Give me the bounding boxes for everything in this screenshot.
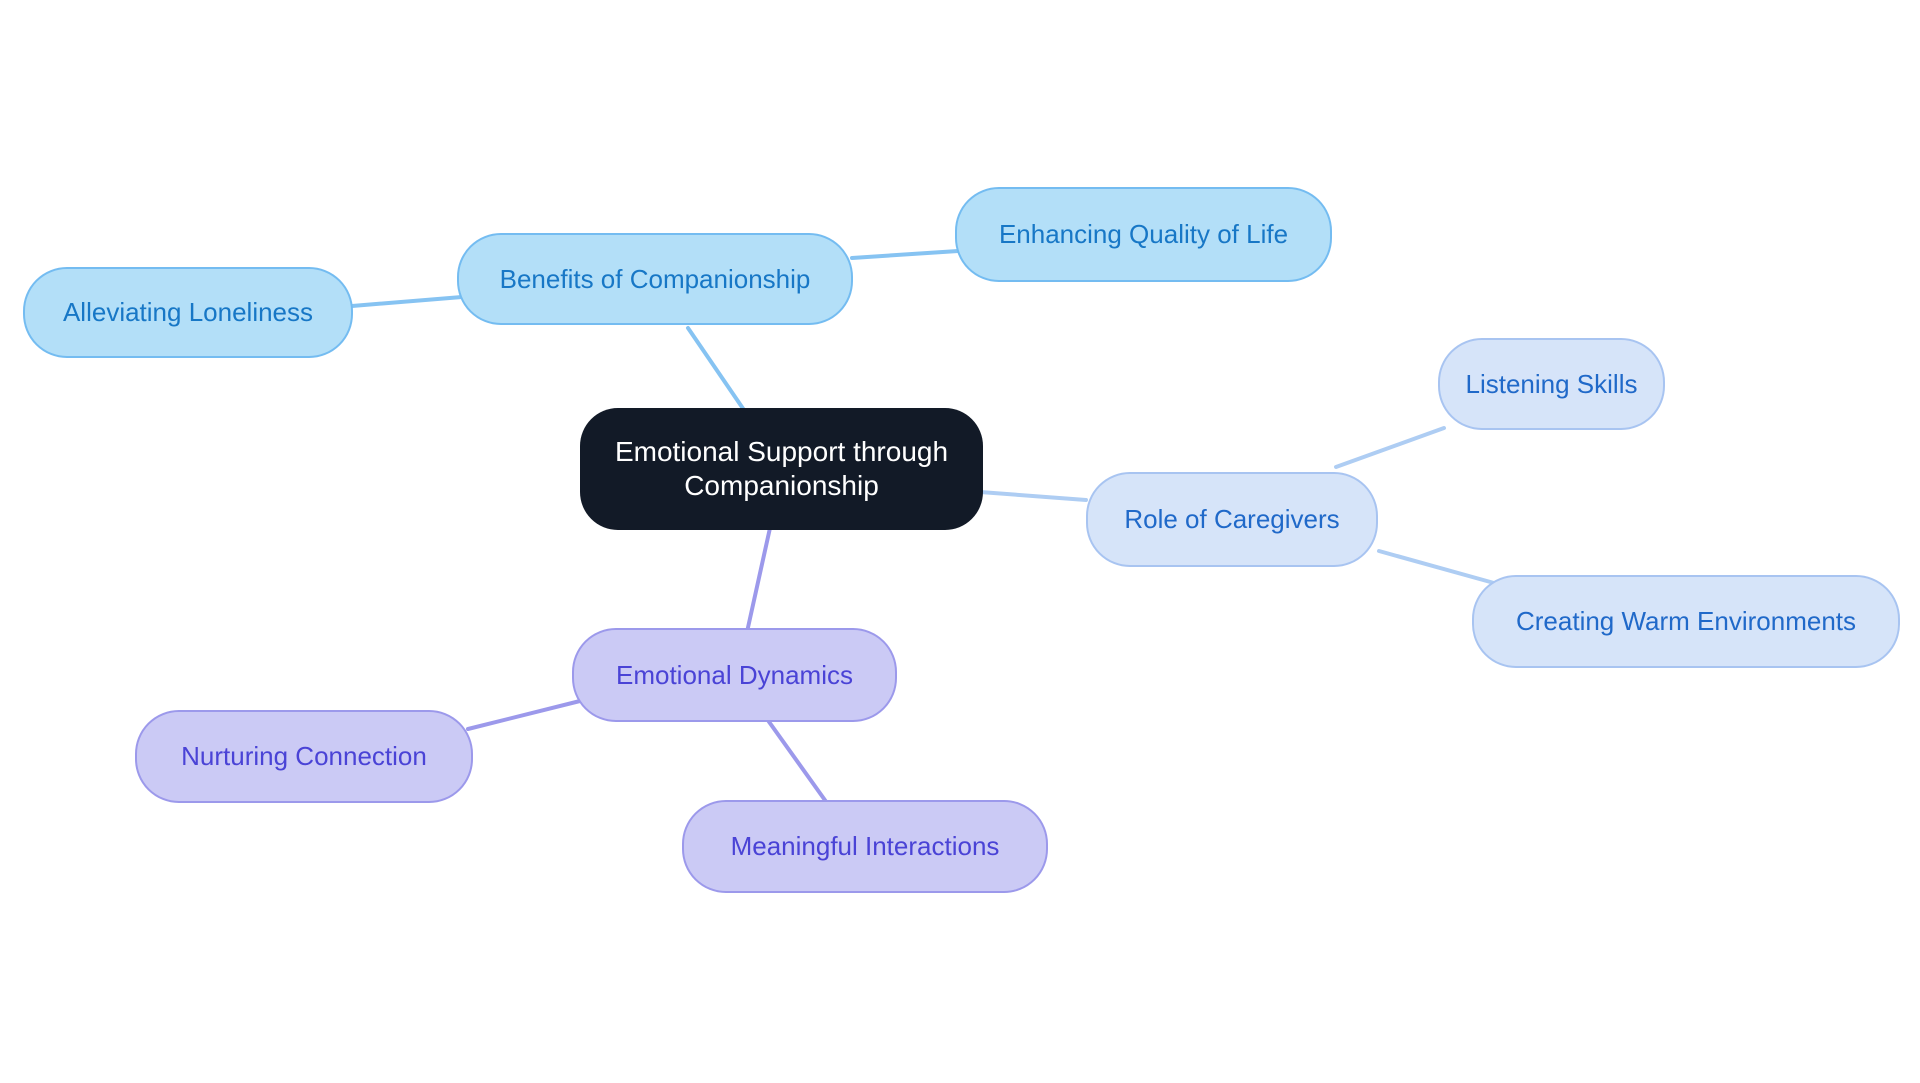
node-listening-skills[interactable]: Listening Skills [1438,338,1665,430]
node-enhancing-label: Enhancing Quality of Life [998,219,1289,249]
node-role-label: Role of Caregivers [1124,504,1340,534]
node-nurturing-label: Nurturing Connection [181,741,427,771]
edge-role-listening [1334,426,1446,469]
edge-root-role [978,490,1088,502]
node-emotional-dynamics[interactable]: Emotional Dynamics [572,628,897,722]
node-root[interactable]: Emotional Support through Companionship [580,408,983,530]
node-creating-warm-environments[interactable]: Creating Warm Environments [1472,575,1900,668]
node-alleviating-label: Alleviating Loneliness [62,297,314,327]
node-alleviating-loneliness[interactable]: Alleviating Loneliness [23,267,353,358]
edge-root-benefits [686,326,746,412]
node-benefits-label: Benefits of Companionship [499,263,811,294]
edge-root-dynamics [745,526,772,634]
node-root-label: Emotional Support through Companionship [614,435,949,501]
edge-dynamics-nurturing [466,698,586,731]
node-dynamics-label: Emotional Dynamics [616,659,853,690]
edge-benefits-alleviating [350,295,464,308]
node-meaningful-interactions[interactable]: Meaningful Interactions [682,800,1048,893]
edge-role-creating [1377,549,1496,585]
edge-benefits-enhancing [850,249,960,260]
node-nurturing-connection[interactable]: Nurturing Connection [135,710,473,803]
node-listening-label: Listening Skills [1465,368,1638,399]
node-meaningful-label: Meaningful Interactions [730,831,1000,861]
node-creating-label: Creating Warm Environments [1515,606,1857,636]
edge-dynamics-meaningful [765,717,829,805]
node-role-of-caregivers[interactable]: Role of Caregivers [1086,472,1378,567]
node-enhancing-quality-of-life[interactable]: Enhancing Quality of Life [955,187,1332,282]
node-benefits-of-companionship[interactable]: Benefits of Companionship [457,233,853,325]
